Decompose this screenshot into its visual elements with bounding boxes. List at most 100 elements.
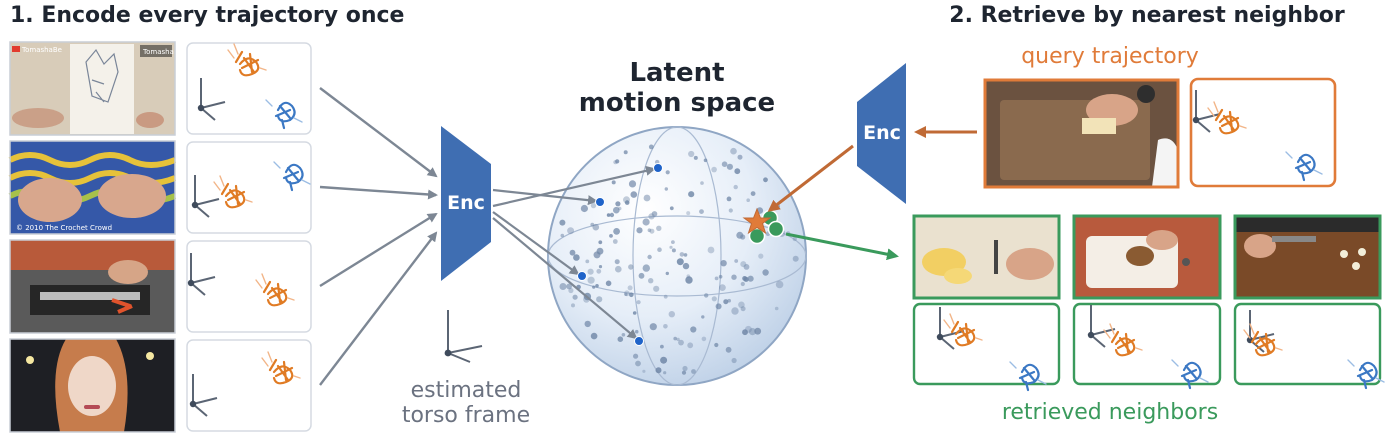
latent-point xyxy=(678,339,684,346)
latent-point xyxy=(792,236,797,242)
retrieved-label: retrieved neighbors xyxy=(1002,400,1218,425)
retrieved-video-frame-1 xyxy=(912,214,1061,300)
frame1-watermark-right: TomashaBe xyxy=(142,48,183,56)
latent-point xyxy=(567,227,575,235)
latent-point xyxy=(728,208,733,213)
latent-point xyxy=(703,158,708,163)
latent-point xyxy=(651,211,658,217)
latent-point xyxy=(733,184,738,190)
latent-point xyxy=(643,194,651,202)
latent-point xyxy=(613,228,620,235)
torso-label-line2: torso frame xyxy=(402,403,530,428)
latent-point xyxy=(649,323,657,331)
section1-title: 1. Encode every trajectory once xyxy=(10,3,404,28)
latent-point xyxy=(587,276,595,284)
latent-point xyxy=(688,150,695,158)
latent-point xyxy=(700,181,704,185)
latent-point xyxy=(605,280,612,287)
latent-point xyxy=(738,301,745,309)
latent-point xyxy=(642,264,650,272)
trajectory-panel-2 xyxy=(186,141,312,234)
latent-point xyxy=(573,254,580,261)
latent-point xyxy=(617,206,622,211)
latent-point xyxy=(731,307,739,315)
latent-point xyxy=(663,294,668,299)
latent-point xyxy=(763,177,768,183)
encoded-points xyxy=(577,163,663,346)
latent-point xyxy=(747,275,754,282)
retrieved-trajectory-panel-3 xyxy=(1233,302,1386,390)
latent-sphere xyxy=(547,126,807,386)
latent-point xyxy=(623,150,628,155)
latent-point xyxy=(609,212,615,218)
latent-point xyxy=(704,293,709,298)
query-encoder-block: Enc xyxy=(857,63,906,204)
latent-point xyxy=(686,274,691,279)
latent-point xyxy=(734,259,739,263)
query-trajectory-panel xyxy=(1189,77,1337,188)
trajectory-panel-3 xyxy=(186,240,312,333)
latent-point xyxy=(714,342,719,348)
latent-point xyxy=(636,227,643,234)
latent-point xyxy=(748,328,757,336)
latent-point xyxy=(568,287,574,294)
latent-point xyxy=(669,245,673,249)
latent-point xyxy=(648,278,654,284)
latent-point xyxy=(657,247,662,252)
latent-to-retrieved-arrow xyxy=(785,232,899,261)
latent-point xyxy=(595,284,599,288)
latent-point xyxy=(624,292,628,296)
latent-point xyxy=(585,259,590,264)
latent-point xyxy=(743,264,750,270)
latent-point xyxy=(715,303,722,310)
latent-point xyxy=(628,180,637,188)
latent-point xyxy=(665,170,670,175)
latent-title-line1: Latent xyxy=(629,58,724,88)
torso-label-line1: estimated xyxy=(411,378,522,403)
latent-point xyxy=(686,211,691,216)
latent-point xyxy=(613,206,620,214)
encoder-label: Enc xyxy=(447,192,485,214)
latent-point xyxy=(653,285,660,292)
latent-point xyxy=(636,300,641,305)
latent-point xyxy=(629,292,634,298)
latent-point xyxy=(660,356,668,364)
latent-point xyxy=(624,290,630,297)
latent-point xyxy=(774,306,779,311)
latent-point xyxy=(559,283,567,290)
latent-point xyxy=(634,329,639,334)
latent-point xyxy=(688,191,695,198)
latent-point xyxy=(721,161,728,167)
latent-point xyxy=(762,269,769,276)
latent-point xyxy=(668,311,675,318)
latent-point xyxy=(642,369,646,373)
latent-point xyxy=(671,248,676,253)
retrieved-video-frame-2 xyxy=(1072,214,1222,300)
latent-point xyxy=(731,357,737,364)
latent-point xyxy=(725,346,732,353)
latent-point xyxy=(730,147,737,155)
embedding-arrows xyxy=(492,165,656,340)
latent-point xyxy=(737,154,743,160)
section2-title: 2. Retrieve by nearest neighbor xyxy=(949,3,1345,28)
latent-point xyxy=(598,265,603,269)
frame2-watermark: © 2010 The Crochet Crowd xyxy=(16,224,112,232)
latent-point xyxy=(655,367,662,374)
latent-point xyxy=(714,276,719,281)
latent-point xyxy=(681,370,687,375)
video-frame-makeup xyxy=(9,338,176,433)
latent-point xyxy=(711,296,717,302)
latent-point xyxy=(628,264,634,270)
latent-point xyxy=(613,160,618,165)
latent-point xyxy=(693,155,698,160)
latent-point xyxy=(623,196,630,204)
latent-point xyxy=(569,249,576,256)
video-frame-drawing: TomashaBe TomashaBe xyxy=(9,41,183,136)
latent-point xyxy=(598,240,603,245)
latent-point xyxy=(559,219,566,226)
latent-point xyxy=(572,294,578,300)
latent-title-line2: motion space xyxy=(579,88,775,118)
latent-point xyxy=(566,283,572,290)
latent-point xyxy=(682,262,690,270)
latent-point xyxy=(734,168,741,175)
